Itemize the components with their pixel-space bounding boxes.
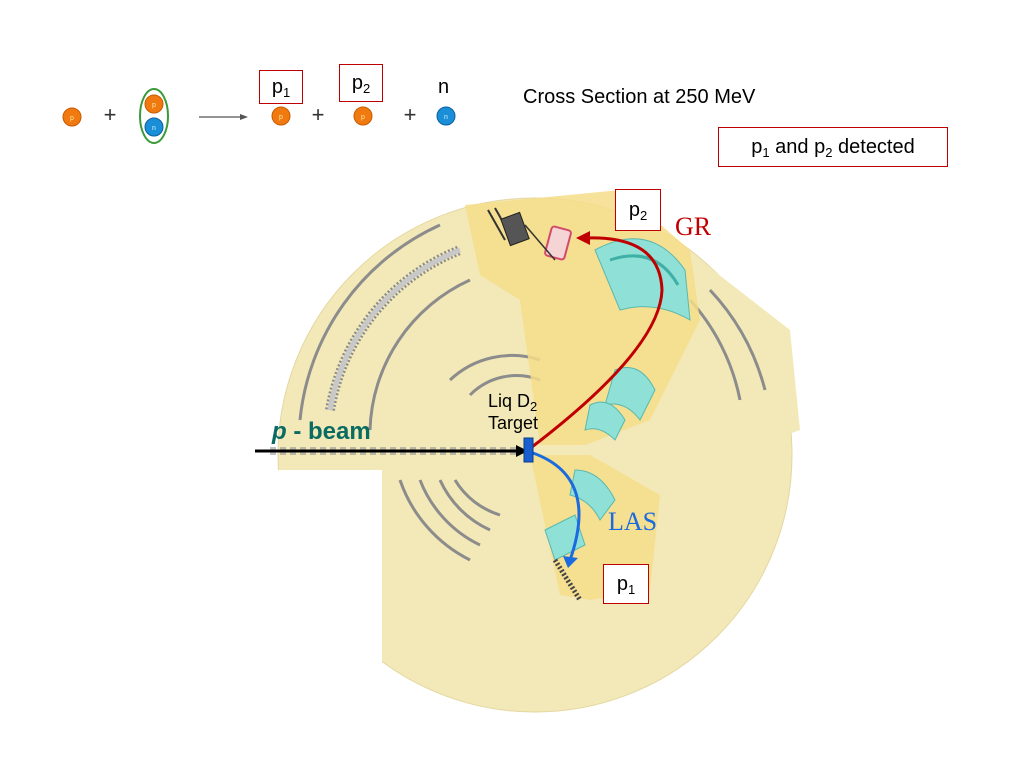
- target-label-main: Liq D: [488, 391, 531, 411]
- p2-label-sub: 2: [362, 81, 371, 96]
- target-label: Liq D2 Target: [488, 390, 538, 434]
- detected-sub2: 2: [825, 145, 833, 160]
- target-label-line2: Target: [488, 413, 539, 433]
- deuteron-neutron-letter: n: [152, 125, 156, 132]
- product-proton-2: p: [353, 106, 373, 126]
- detected-sub1: 1: [762, 145, 770, 160]
- detector-p1-box: p1: [603, 564, 649, 604]
- beam-label-italic: p: [272, 418, 287, 445]
- p1-label: p: [271, 76, 283, 98]
- product-proton-1: p: [271, 106, 291, 126]
- p2-label-box: p2: [339, 64, 383, 102]
- detected-mid: and p: [769, 136, 826, 158]
- gr-detector-hardware: [487, 207, 556, 261]
- p1-label-sub: 1: [282, 85, 291, 100]
- n-label: n: [438, 76, 450, 98]
- beam-label: p - beam: [272, 418, 371, 446]
- las-zone: [530, 455, 660, 600]
- reaction-arrow: [199, 114, 248, 120]
- detector-p1-label: p: [616, 573, 628, 595]
- las-trajectory: [529, 450, 581, 568]
- plus-sign-3: +: [404, 102, 417, 127]
- detector-p2-label: p: [628, 199, 640, 221]
- gr-trajectory: [527, 231, 664, 452]
- detector-p2-sub: 2: [639, 208, 648, 223]
- target-label-sub: 2: [530, 399, 538, 414]
- p1-label-box: p1: [259, 70, 303, 104]
- gr-label: GR: [675, 212, 712, 241]
- incoming-proton: p: [62, 107, 82, 127]
- detected-note: p1 and p2 detected: [718, 127, 948, 167]
- incoming-proton-letter: p: [70, 115, 74, 122]
- product-neutron-letter: n: [444, 114, 448, 121]
- product-proton-1-letter: p: [279, 114, 283, 121]
- plus-sign-2: +: [312, 102, 325, 127]
- target-label-line1: Liq D2: [488, 390, 538, 414]
- target-cell: [523, 437, 534, 463]
- product-proton-2-letter: p: [361, 114, 365, 121]
- detector-p2-box: p2: [615, 189, 661, 231]
- product-neutron: n: [436, 106, 456, 126]
- gr-magnets: [544, 225, 691, 441]
- p2-label: p: [351, 72, 363, 94]
- deuteron-proton-letter: p: [152, 102, 156, 109]
- detected-pre: p: [751, 136, 763, 158]
- reaction-svg: p + p n p + p + n: [62, 88, 456, 144]
- beam-label-rest: - beam: [286, 418, 371, 445]
- deuteron: p n: [139, 88, 169, 144]
- plus-sign-1: +: [104, 102, 117, 127]
- beam-line: [255, 445, 528, 457]
- las-label: LAS: [608, 507, 658, 536]
- detected-post: detected: [832, 136, 915, 158]
- detector-p1-sub: 1: [627, 582, 636, 597]
- cross-section-title: Cross Section at 250 MeV: [523, 86, 756, 108]
